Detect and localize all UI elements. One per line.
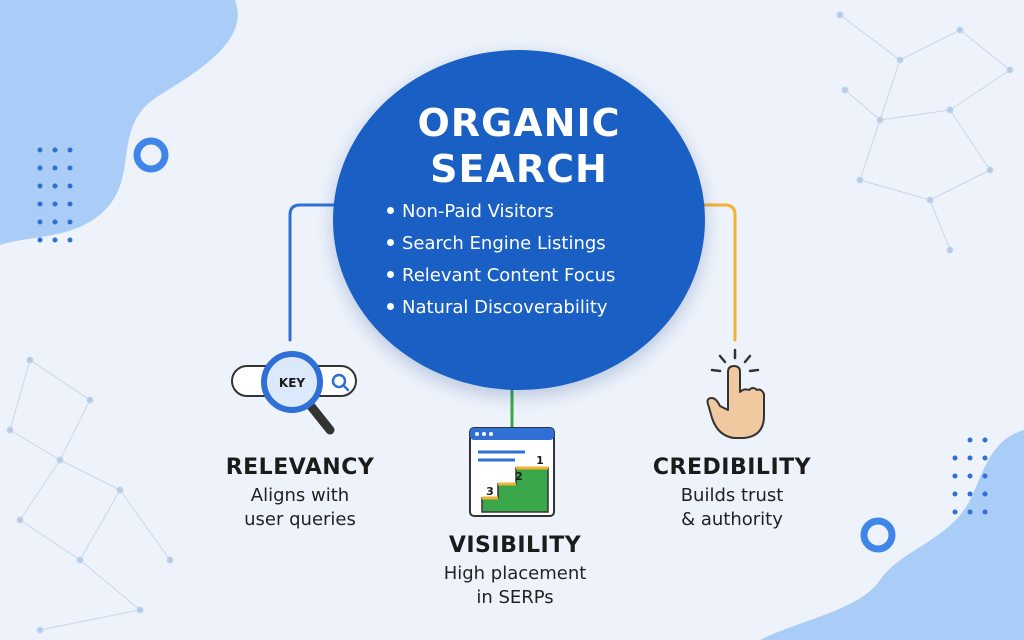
pillar-desc-line: & authority <box>681 509 783 530</box>
top-left-blob <box>0 0 238 245</box>
hub-title-line-2: SEARCH <box>430 147 608 191</box>
ring-right <box>860 517 896 553</box>
pointing-hand-click-icon <box>706 348 765 439</box>
pillar-title-relevancy: RELEVANCY <box>225 455 375 480</box>
rank-label-1: 1 <box>536 454 544 467</box>
pillar-title-visibility: VISIBILITY <box>448 533 582 558</box>
pillar-desc-line: High placement <box>443 563 587 584</box>
pillar-desc-credibility: Builds trust & authority <box>622 484 842 532</box>
pillar-desc-visibility: High placement in SERPs <box>400 562 630 610</box>
magnifier-search-bar-icon <box>231 351 357 435</box>
connector-left <box>288 203 347 342</box>
network-bottom-left <box>6 356 174 634</box>
hub-bullet: Natural Discoverability <box>387 292 615 324</box>
network-top-right <box>836 11 1014 254</box>
pillar-desc-line: in SERPs <box>476 587 554 608</box>
hub-title: ORGANIC SEARCH <box>333 100 705 192</box>
bullet-dot-icon <box>387 302 394 310</box>
dot-grid-right <box>952 437 988 515</box>
hub-bullet-text: Relevant Content Focus <box>402 265 616 286</box>
hub-bullet-text: Search Engine Listings <box>402 233 606 254</box>
bullet-dot-icon <box>387 206 394 214</box>
pillar-desc-relevancy: Aligns with user queries <box>190 484 410 532</box>
pillar-title-credibility: CREDIBILITY <box>652 455 812 480</box>
bullet-dot-icon <box>387 270 394 278</box>
rank-label-2: 2 <box>515 470 523 483</box>
bullet-dot-icon <box>387 238 394 246</box>
connector-right <box>688 203 737 342</box>
hub-title-line-1: ORGANIC <box>417 101 621 145</box>
pillar-visibility: VISIBILITY High placement in SERPs <box>400 533 630 610</box>
rank-label-3: 3 <box>486 485 494 498</box>
pillar-desc-line: user queries <box>244 509 356 530</box>
key-label: KEY <box>279 376 305 390</box>
organic-search-hub: ORGANIC SEARCH Non-Paid Visitors Search … <box>333 50 705 390</box>
pillar-desc-line: Aligns with <box>250 485 350 506</box>
pillar-credibility: CREDIBILITY Builds trust & authority <box>622 455 842 532</box>
dot-grid-left <box>37 147 73 243</box>
hub-bullet: Relevant Content Focus <box>387 260 615 292</box>
hub-bullet-text: Non-Paid Visitors <box>402 201 554 222</box>
ring-left <box>133 137 169 173</box>
serp-ranking-stairs-icon <box>469 427 555 517</box>
hub-bullet: Non-Paid Visitors <box>387 196 615 228</box>
hub-bullet-text: Natural Discoverability <box>402 297 608 318</box>
pillar-desc-line: Builds trust <box>680 485 784 506</box>
pillar-relevancy: RELEVANCY Aligns with user queries <box>190 455 410 532</box>
hub-bullet-list: Non-Paid Visitors Search Engine Listings… <box>387 196 615 324</box>
bottom-right-blob <box>760 430 1024 640</box>
hub-bullet: Search Engine Listings <box>387 228 615 260</box>
